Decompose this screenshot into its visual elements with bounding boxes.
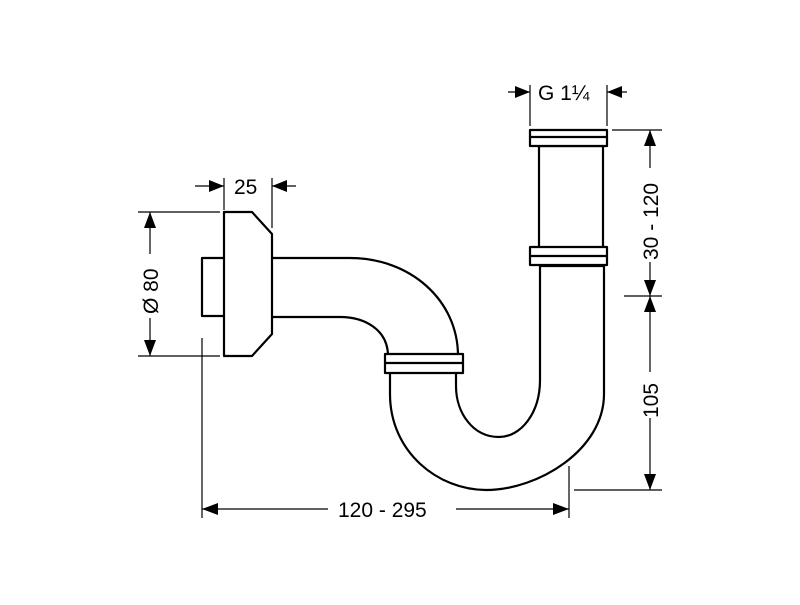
upper-height-label: 30 - 120 (640, 183, 663, 260)
vertical-tube (537, 144, 605, 254)
dimension-lower-height: 105 (574, 295, 663, 491)
dimension-thread: G 1¼ (508, 82, 627, 126)
dimension-horizontal-length: 120 - 295 (201, 338, 570, 522)
wall-flange (200, 210, 274, 358)
flange-width-label: 25 (234, 176, 257, 199)
dimension-flange-diameter: Ø 80 (138, 211, 220, 357)
flange-diameter-label: Ø 80 (140, 268, 163, 314)
dimension-flange-width: 25 (195, 176, 296, 228)
lower-height-label: 105 (640, 383, 663, 418)
p-trap-pipe (266, 128, 609, 492)
thread-label: G 1¼ (538, 82, 590, 105)
u-bend (388, 264, 606, 492)
horizontal-length-label: 120 - 295 (338, 499, 427, 522)
horizontal-arm-with-elbow (266, 256, 460, 358)
wall-rosette (222, 210, 274, 358)
dimension-upper-height: 30 - 120 (612, 129, 663, 296)
